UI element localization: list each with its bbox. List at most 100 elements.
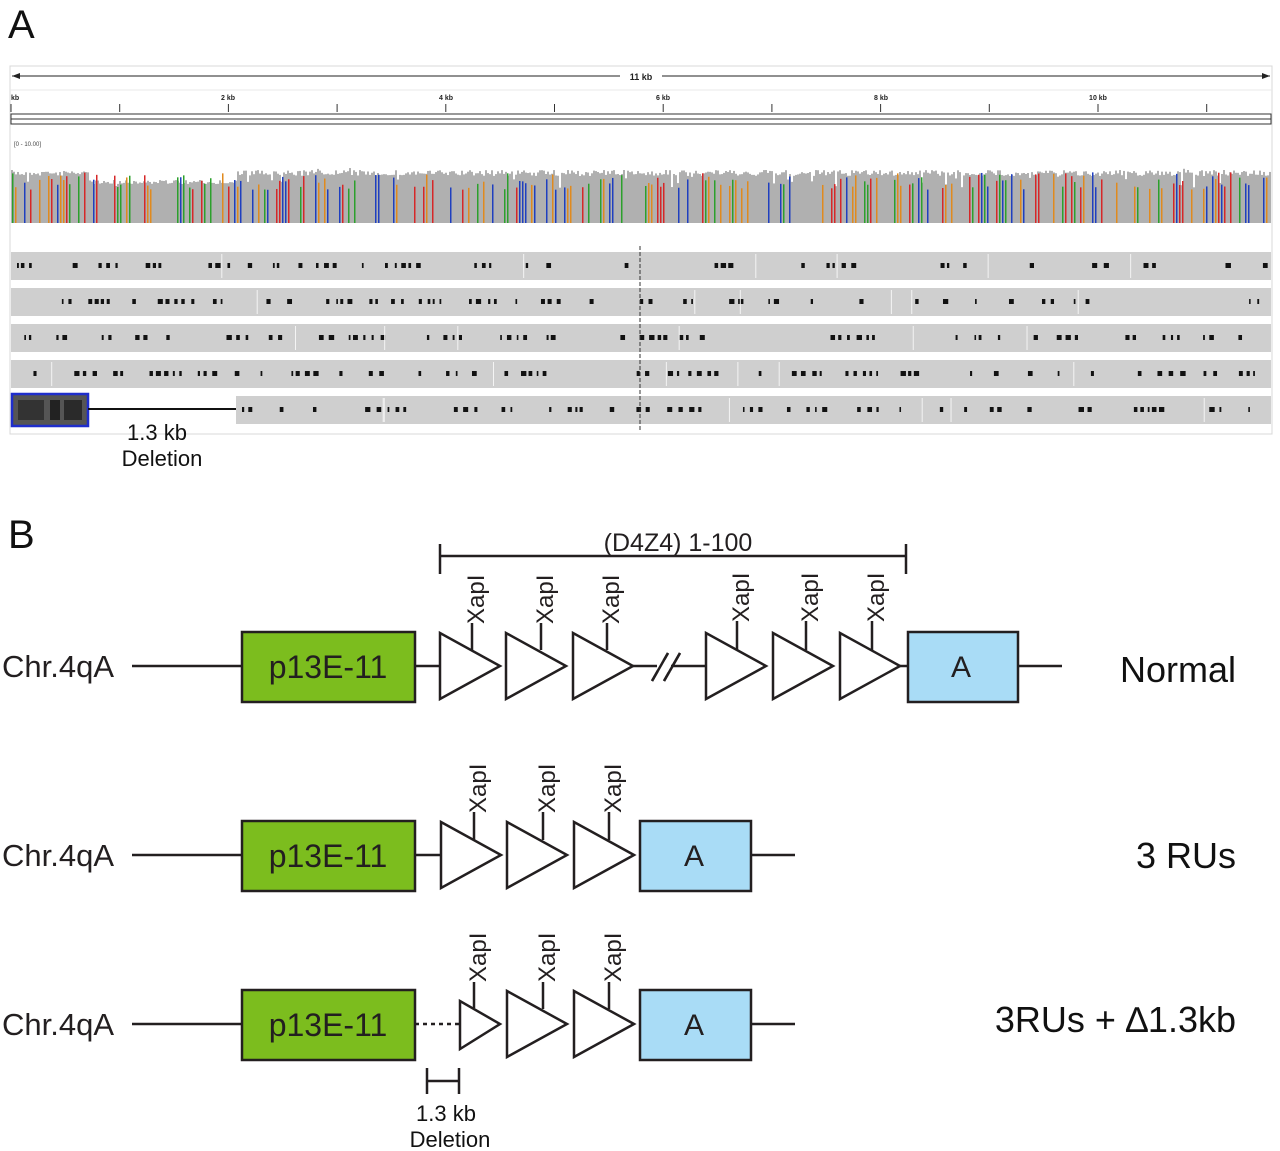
probe-label-normal: p13E-11 (269, 649, 388, 685)
read-mismatch-tick (639, 299, 644, 304)
read-mismatch-tick (714, 263, 719, 268)
read-mismatch-tick (900, 371, 906, 376)
read-mismatch-tick (489, 263, 492, 268)
read-mismatch-tick (98, 263, 102, 268)
read-mismatch-tick (691, 299, 693, 304)
read-mismatch-tick (515, 299, 518, 304)
read-mismatch-tick (1262, 263, 1268, 268)
coverage-bar (115, 186, 117, 223)
coverage-bar (397, 179, 399, 223)
coverage-bar (225, 183, 227, 223)
coverage-bar (489, 174, 491, 223)
coverage-bar (41, 172, 43, 223)
read-mismatch-tick (191, 299, 195, 304)
read-mismatch-tick (152, 263, 156, 268)
read-mismatch-tick (528, 371, 533, 376)
coverage-bar (853, 173, 855, 223)
panel-a-letter: A (8, 3, 35, 47)
read-mismatch-tick (164, 371, 169, 376)
read-mismatch-tick (113, 371, 118, 376)
coverage-bar (903, 173, 905, 223)
coverage-bar (261, 170, 263, 223)
coverage-bar (991, 171, 993, 223)
read-mismatch-tick (699, 335, 705, 340)
coverage-bar (447, 175, 449, 223)
coverage-bar (1185, 172, 1187, 223)
ruler-tick-label-8kb: 8 kb (874, 95, 888, 102)
read-mismatch-tick (313, 371, 319, 376)
mismatch-bar (1035, 174, 1037, 223)
coverage-bar (501, 170, 503, 223)
coverage-bar (1127, 171, 1129, 223)
coverage-bar (25, 172, 27, 223)
coverage-bar (801, 172, 803, 223)
coverage-bar (765, 170, 767, 223)
read-row-0 (11, 252, 1271, 280)
read-mismatch-tick (172, 371, 175, 376)
coverage-bar (727, 171, 729, 223)
read-mismatch-tick (940, 263, 945, 268)
coverage-bar (13, 171, 15, 223)
break-gap-mask (657, 660, 671, 672)
mismatch-bar (840, 178, 842, 223)
read-mismatch-tick (340, 299, 344, 304)
read-mismatch-tick (416, 263, 421, 268)
coverage-bar (17, 171, 19, 223)
coverage-bar (861, 172, 863, 223)
read-mismatch-tick (620, 335, 626, 340)
coverage-bar (211, 182, 213, 223)
mismatch-bar (1005, 180, 1007, 223)
read-mismatch-tick (236, 335, 240, 340)
coverage-bar (989, 170, 991, 223)
probe-box-normal (240, 630, 417, 704)
coverage-bar (601, 172, 603, 223)
coverage-bar (207, 182, 209, 223)
mismatch-bar (15, 187, 17, 223)
coverage-bar (737, 175, 739, 223)
mismatch-bar (894, 179, 896, 223)
coverage-bar (979, 173, 981, 223)
mismatch-bar (1215, 178, 1217, 223)
mismatch-bar (747, 181, 749, 223)
mismatch-bar (645, 185, 647, 223)
mismatch-bar (846, 177, 848, 223)
read-mismatch-tick (1140, 407, 1144, 412)
read-mismatch-tick (689, 407, 695, 412)
coverage-bar (1043, 173, 1045, 223)
mismatch-bar (240, 180, 242, 223)
repeat-triangle-icon (571, 630, 636, 702)
read-mismatch-tick (328, 335, 335, 340)
read-mismatch-tick (101, 335, 104, 340)
repeat-unit-5: XapI (771, 573, 836, 702)
coverage-bar (61, 175, 63, 223)
read-mismatch-tick (312, 407, 317, 412)
read-mismatch-tick (667, 407, 673, 412)
coverage-bar (1055, 173, 1057, 223)
coverage-bar (785, 170, 787, 223)
mismatch-bar (267, 189, 269, 223)
coverage-bar (849, 175, 851, 223)
read-mismatch-tick (546, 263, 552, 268)
coverage-bar (617, 174, 619, 223)
mismatch-bar (276, 188, 278, 223)
coverage-bar (1207, 173, 1209, 223)
coverage-bar (1231, 173, 1233, 223)
read-mismatch-tick (120, 371, 124, 376)
coverage-bar (231, 182, 233, 223)
read-mismatch-tick (678, 407, 683, 412)
mismatch-bar (1053, 173, 1055, 223)
coverage-bar (679, 172, 681, 223)
coverage-bar (105, 182, 107, 223)
coverage-bar (1015, 172, 1017, 223)
mismatch-bar (705, 180, 707, 223)
coverage-bar (403, 174, 405, 223)
coverage-bar (873, 170, 875, 223)
coverage-bar (1063, 170, 1065, 223)
coverage-bar (185, 180, 187, 223)
read-mismatch-tick (363, 335, 366, 340)
coverage-bar (1145, 171, 1147, 223)
mismatch-bar (504, 189, 506, 223)
read-mismatch-tick (1151, 407, 1157, 412)
coverage-bar (1069, 171, 1071, 223)
row-label-normal: Normal (1120, 649, 1236, 690)
